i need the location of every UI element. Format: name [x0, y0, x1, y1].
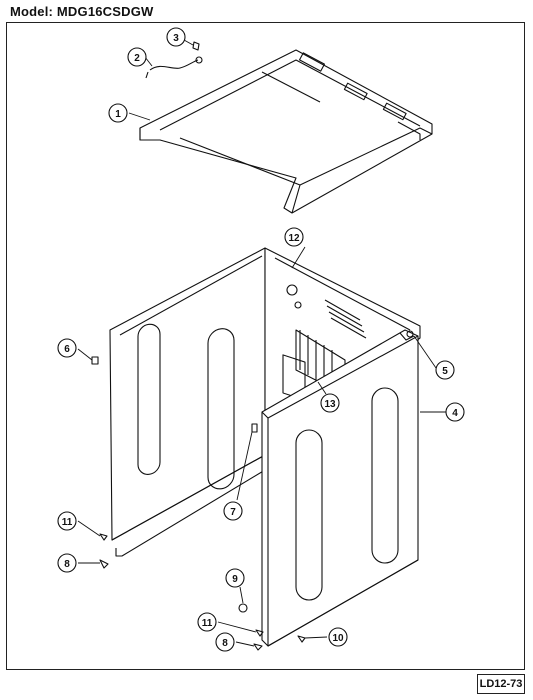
- callout-3: 3: [173, 33, 179, 44]
- top-panel: [139, 49, 433, 214]
- clip-7: [251, 423, 258, 433]
- wire-harness: [145, 56, 203, 79]
- cabinet-right-side: [261, 329, 419, 647]
- clip-6: [91, 356, 99, 365]
- callout-12: 12: [288, 233, 300, 244]
- diagram-code: LD12-73: [477, 674, 525, 694]
- hardware-items: [91, 330, 414, 651]
- clip-5: [406, 330, 414, 338]
- diagram-frame: [6, 22, 525, 670]
- callout-circles: [57, 27, 465, 652]
- nut-11a: [99, 533, 108, 541]
- screw-8a: [99, 559, 109, 569]
- callout-9: 9: [232, 574, 238, 585]
- callout-8b: 8: [222, 638, 228, 649]
- model-title: Model: MDG16CSDGW: [10, 4, 154, 19]
- callout-1: 1: [115, 109, 121, 120]
- callout-11b: 11: [202, 618, 213, 629]
- screw-top: [192, 41, 200, 51]
- callout-4: 4: [452, 408, 458, 419]
- nut-11b: [255, 629, 264, 637]
- callout-10: 10: [332, 633, 344, 644]
- callout-labels: 1 2 3 4 5 6 7 8 8 9 10 11 11 12 13: [62, 33, 459, 649]
- screw-8b: [253, 643, 263, 651]
- leader-lines: [77, 39, 446, 647]
- callout-11a: 11: [62, 517, 73, 528]
- grommet-9: [238, 603, 248, 613]
- callout-8a: 8: [64, 559, 70, 570]
- callout-2: 2: [134, 53, 140, 64]
- callout-6: 6: [64, 344, 70, 355]
- callout-7: 7: [230, 507, 236, 518]
- callout-5: 5: [442, 366, 448, 377]
- callout-13: 13: [324, 399, 336, 410]
- screw-10: [297, 635, 306, 643]
